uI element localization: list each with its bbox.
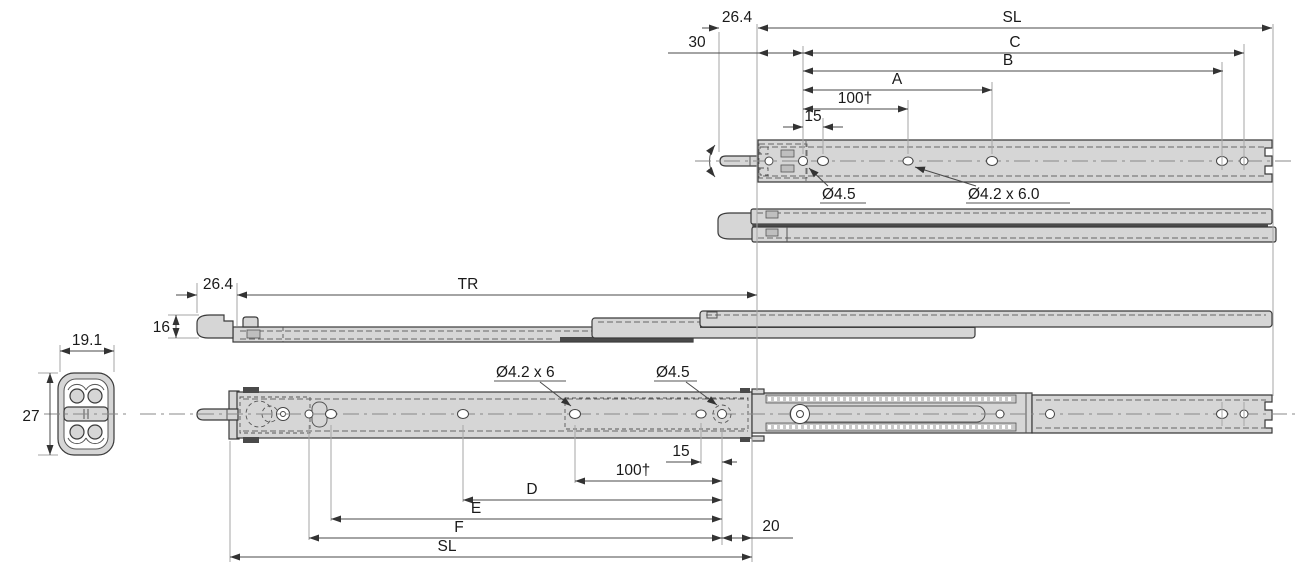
drawer-member-side [699,310,1273,328]
dim-label-pitch-top: 100† [838,90,872,107]
dim-label-tr: TR [458,276,479,293]
dim-label-pitch-bottom: 100† [616,462,650,479]
dim-label-15-top: 15 [804,108,821,125]
detail-callout-box [564,397,749,430]
drawer-member-top-closed [1031,394,1273,434]
release-pin-bottom [196,408,239,421]
dim-label-27: 27 [22,408,39,425]
dim-label-c: C [1009,34,1020,51]
dim-label-15-bottom: 15 [672,443,689,460]
callout-slot-bottom: Ø4.2 x 6 [496,364,555,381]
dimension-lines [46,24,1272,561]
ball-bearing [87,424,103,440]
dim-label-e: E [471,500,481,517]
dim-label-30: 30 [688,34,706,51]
bottom-view-cabinet-member [196,387,753,443]
callout-slot-top: Ø4.2 x 6.0 [968,186,1040,203]
closed-side-view [717,208,1277,243]
ball-bearing [69,424,85,440]
dim-label-sl-top: SL [1003,9,1022,26]
dim-label-19-1: 19.1 [72,332,102,349]
bottom-view-inner-members [751,388,1273,442]
ball-bearing [87,388,103,404]
mounting-holes [304,156,1249,424]
dim-label-b: B [1003,52,1013,69]
callout-dia45-top: Ø4.5 [822,186,856,203]
dim-label-offset-front-top: 26.4 [722,9,753,26]
extended-side-view [196,310,1273,343]
front-cap-extended [196,314,234,339]
dim-label-offset-front-side: 26.4 [203,276,234,293]
dim-label-16: 16 [153,319,170,336]
latch-bump [242,316,259,328]
dim-label-20: 20 [762,518,780,535]
ball-bearing [69,388,85,404]
dim-label-f: F [454,519,463,536]
dim-label-d: D [526,481,537,498]
callout-dia45-bottom: Ø4.5 [656,364,690,381]
dimension-labels: 26.4 SL 30 C B A 100† 15 Ø4.5 Ø4.2 x 6.0… [22,9,1040,555]
dim-label-sl-bottom: SL [438,538,457,555]
dim-label-a: A [892,71,903,88]
front-cap [717,212,754,240]
